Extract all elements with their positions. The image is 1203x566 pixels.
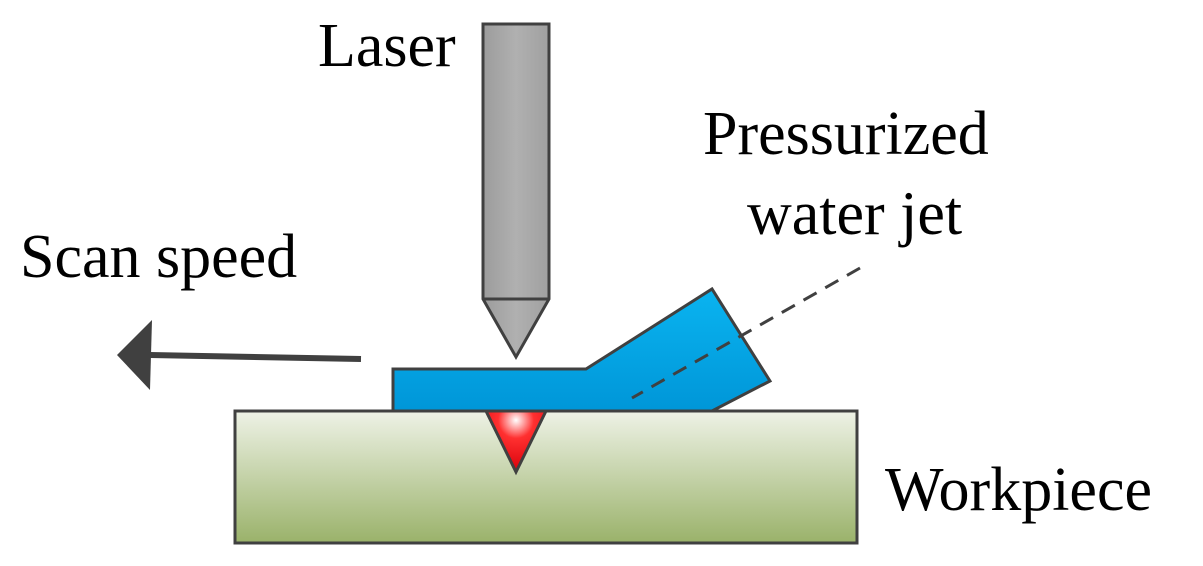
water-jet-label-line1: Pressurized	[703, 100, 989, 168]
scan-direction-arrowhead	[117, 320, 152, 390]
workpiece-block	[233, 409, 859, 545]
scan-speed-label: Scan speed	[20, 223, 297, 291]
melt-zone	[483, 409, 549, 476]
workpiece-label: Workpiece	[885, 456, 1152, 524]
laser-head	[481, 22, 551, 361]
laser-label: Laser	[318, 12, 456, 80]
water-jet-shape	[391, 286, 773, 413]
water-jet-label-line2: water jet	[747, 180, 962, 248]
water-jet-leader-line	[631, 266, 861, 400]
scan-direction-arrow-shaft	[149, 352, 362, 362]
